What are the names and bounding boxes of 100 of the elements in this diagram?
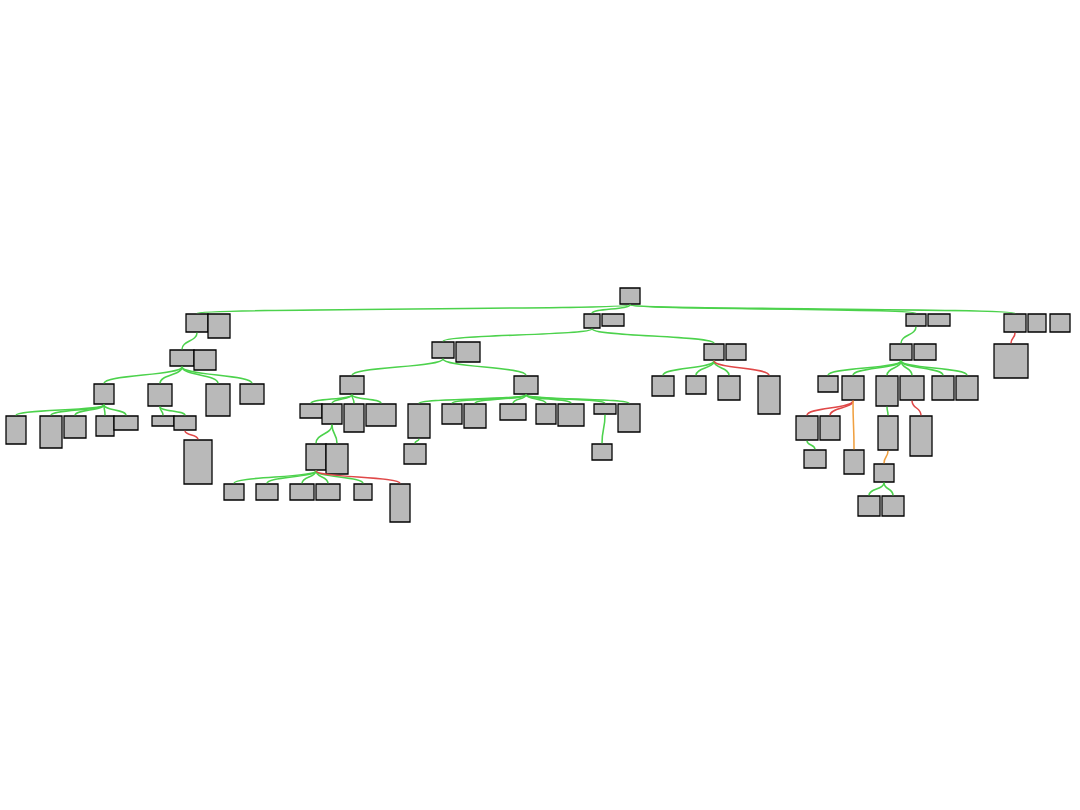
connector-line [442,327,593,343]
box [877,415,899,451]
box [113,415,139,431]
connector-line [806,399,854,417]
box [455,341,481,363]
connector-line [911,399,922,417]
connector-line [351,393,382,405]
connector-line [418,393,527,405]
box [365,403,397,427]
box [193,349,217,371]
connector-line [629,303,917,315]
box [299,403,323,419]
box [5,415,27,445]
box [407,403,431,439]
connector-line [103,365,183,385]
box [557,403,585,427]
connector-line [852,399,855,451]
box [875,375,899,407]
connector-line [315,469,329,485]
connector-line [351,393,355,405]
box [173,415,197,431]
box [591,443,613,461]
box [795,415,819,441]
box [931,375,955,401]
connector-line [525,393,630,405]
connector-line [74,403,105,417]
box [817,375,839,393]
connector-line [883,449,889,465]
box [873,463,895,483]
connector-line [315,469,401,485]
connector-line [451,393,527,405]
connector-line [103,403,106,417]
box [339,375,365,395]
connector-line [662,359,715,377]
connector-line [829,399,854,417]
box [151,415,175,427]
box [289,483,315,501]
box [325,443,349,475]
connector-line [868,481,885,497]
box [499,403,527,421]
connector-line [629,303,1016,315]
connector-line [591,303,631,315]
box [183,439,213,485]
box [207,313,231,339]
box [343,403,365,433]
box [803,449,827,469]
box [353,483,373,501]
connector-line [301,469,317,485]
box [841,375,865,401]
connector-line [900,359,944,377]
connector-line [883,481,894,497]
box [593,403,617,415]
connector-line [713,359,770,377]
connector-line [695,359,715,377]
box [315,483,341,501]
box [913,343,937,361]
connector-line [331,393,353,405]
box [463,403,487,429]
box [255,483,279,501]
connector-line [1010,331,1016,345]
box [431,341,455,359]
box [403,443,427,465]
box [441,403,463,425]
connector-line [315,469,364,485]
connector-line [233,469,317,485]
box [95,415,115,437]
connector-line [512,393,527,405]
box [513,375,539,395]
connector-line [852,359,902,377]
connector-line [181,331,198,351]
connector-line [103,403,127,417]
box [223,483,245,501]
box [703,343,725,361]
box [205,383,231,417]
box [819,415,841,441]
connector-line [351,357,444,377]
box [185,313,209,333]
box [993,343,1029,379]
box [905,313,927,327]
box [1027,313,1047,333]
box [93,383,115,405]
box [955,375,979,401]
connector-line [310,393,353,405]
connector-line [414,437,420,445]
connector-line [442,357,527,377]
box [147,383,173,407]
connector-line [331,423,338,445]
connector-line [525,393,606,405]
box [899,375,925,401]
connector-line [886,359,902,377]
connector-line [184,429,199,441]
box [63,415,87,439]
connector-line [315,423,333,445]
connector-line [181,365,253,385]
box [927,313,951,327]
connector-line [601,413,606,445]
box [651,375,675,397]
connector-line [15,403,105,417]
box [1049,313,1071,333]
connector-line [900,325,917,345]
